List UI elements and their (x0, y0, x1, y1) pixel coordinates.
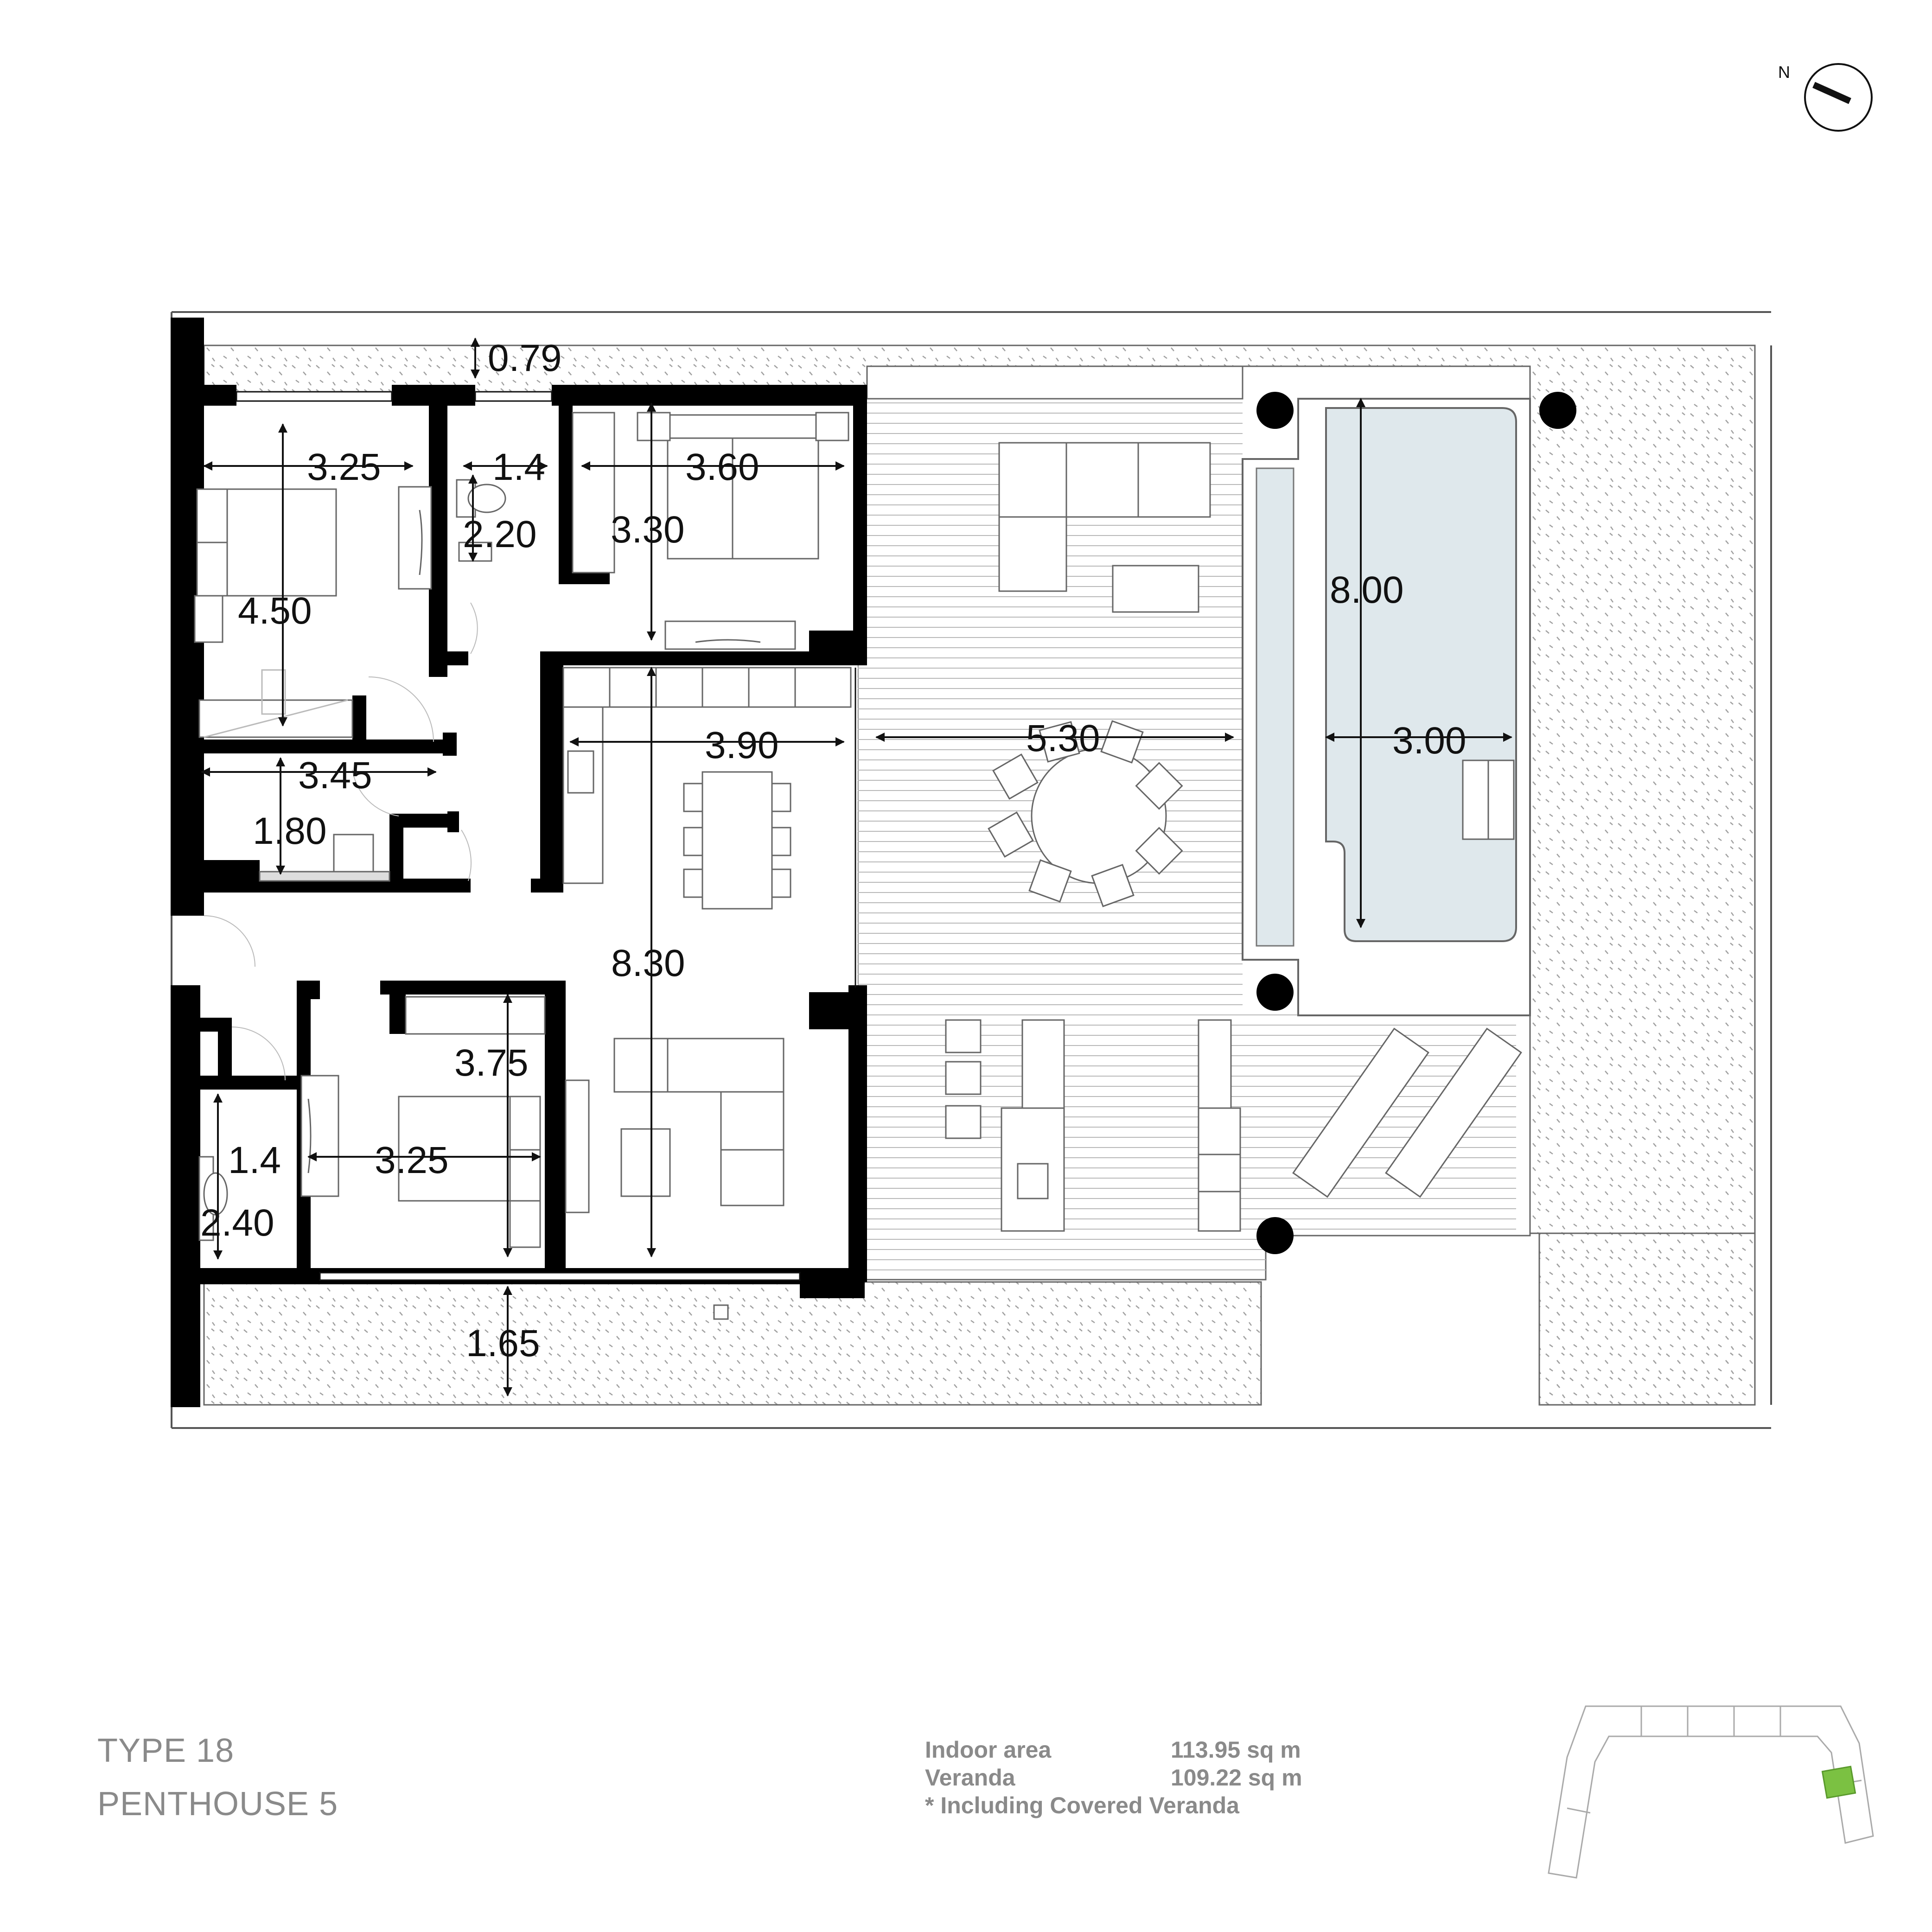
dim-terrace-bottom: 1.65 (466, 1322, 540, 1365)
walls (171, 318, 867, 1407)
type-label: TYPE 18 (97, 1732, 235, 1769)
dim-bedroom2-width: 3.60 (685, 446, 759, 488)
area-note: * Including Covered Veranda (925, 1792, 1239, 1818)
door-swings (204, 602, 478, 1081)
dim-pool-width: 3.00 (1392, 720, 1467, 762)
pool (1242, 398, 1531, 1016)
veranda-area-value: 109.22 sq m (1171, 1765, 1302, 1791)
dim-veranda-width: 5.30 (1026, 717, 1100, 759)
dim-laundry-depth: 1.80 (253, 810, 327, 852)
columns (1256, 392, 1576, 1254)
outdoor-chairs (988, 720, 1183, 907)
veranda-area-label: Veranda (925, 1765, 1015, 1791)
dimension-lines (201, 338, 1512, 1396)
dim-bedroom3-width: 3.25 (375, 1139, 449, 1181)
dim-bedroom2-depth: 3.30 (611, 509, 685, 551)
north-arrow-icon: N (1778, 63, 1873, 132)
dim-kitchen-width: 3.90 (705, 724, 779, 766)
dim-pool-length: 8.00 (1330, 569, 1404, 611)
dim-terrace-top: 0.79 (488, 337, 562, 379)
dim-living-depth: 8.30 (611, 942, 685, 984)
dimension-labels: 0.79 3.25 1.4 3.60 2.20 3.30 4.50 3.90 3… (200, 337, 1467, 1365)
dim-bedroom3-depth: 3.75 (454, 1042, 529, 1084)
dim-bath1-width: 1.4 (492, 446, 545, 488)
dim-bath2-width: 1.4 (228, 1139, 281, 1181)
key-plan (1548, 1705, 1874, 1879)
dim-laundry-width: 3.45 (298, 754, 372, 797)
landscaped-terrace (203, 344, 1756, 1406)
dim-bath1-depth: 2.20 (463, 513, 537, 555)
dim-bedroom1-width: 3.25 (307, 446, 381, 488)
dim-bedroom1-depth: 4.50 (238, 590, 312, 632)
windows (236, 391, 856, 1281)
unit-label: PENTHOUSE 5 (97, 1785, 338, 1823)
furniture (194, 412, 1522, 1320)
dim-bath2-depth: 2.40 (200, 1202, 274, 1244)
indoor-area-value: 113.95 sq m (1171, 1737, 1301, 1763)
highlight-unit (1821, 1766, 1856, 1799)
north-label: N (1778, 63, 1790, 82)
indoor-area-label: Indoor area (925, 1737, 1052, 1763)
